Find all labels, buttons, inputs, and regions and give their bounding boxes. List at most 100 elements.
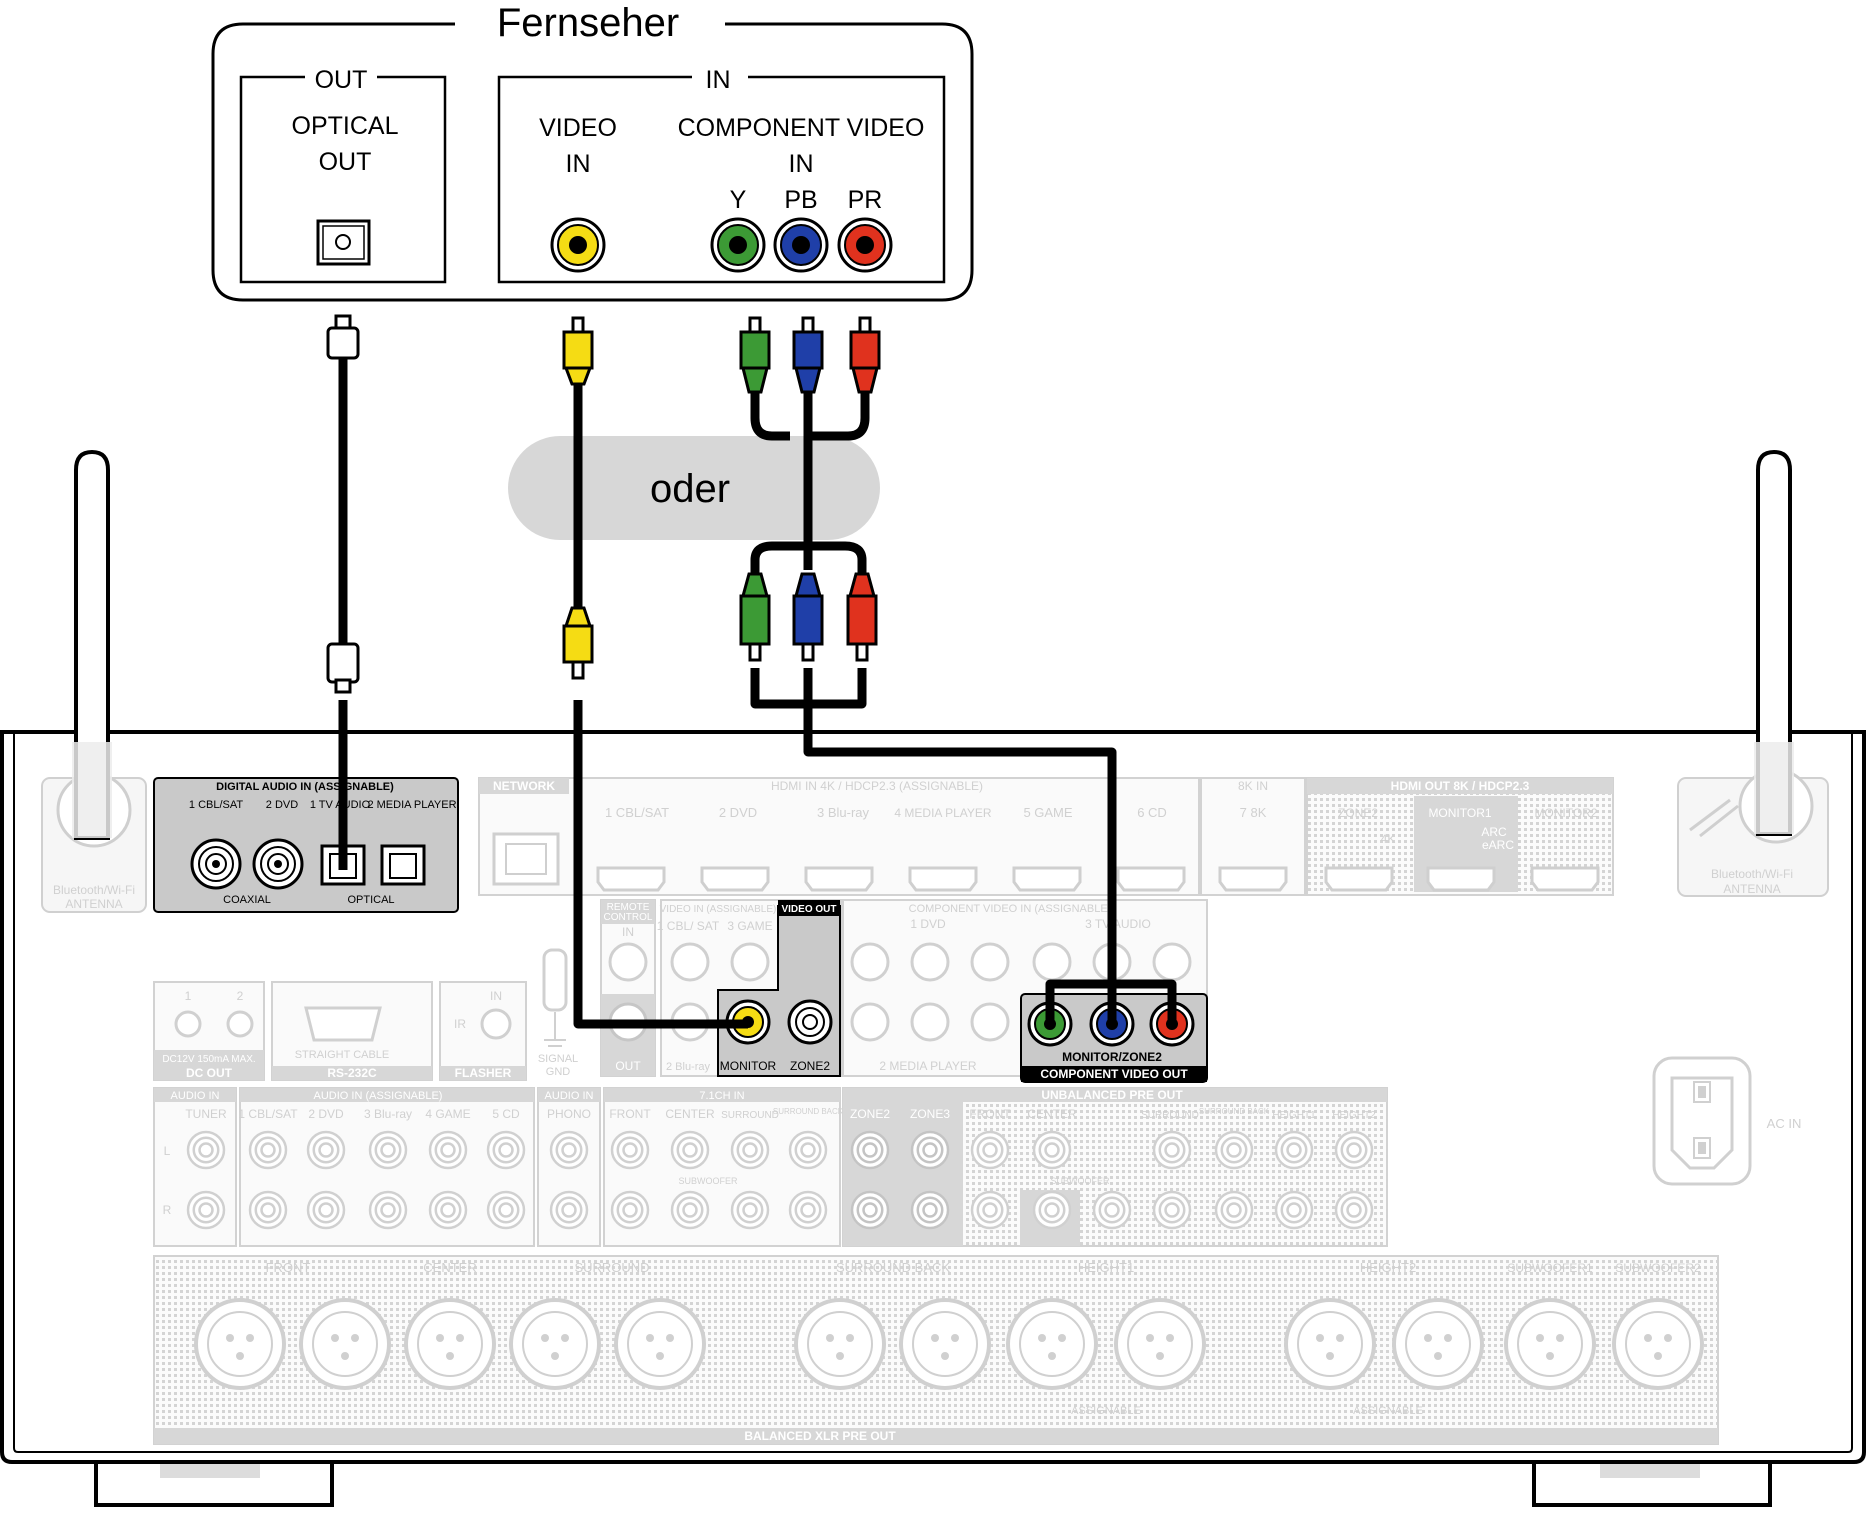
pre-out-jack[interactable] (1032, 1130, 1072, 1170)
tv-in-label: IN (706, 66, 731, 94)
flasher-label: FLASHER (455, 1066, 512, 1080)
xlr-jack[interactable] (1392, 1298, 1484, 1390)
hdmi-input-label: 1 CBL/SAT (605, 805, 669, 820)
optical-label: OPTICAL (347, 894, 394, 906)
xlr-jack[interactable] (404, 1298, 496, 1390)
ch-subwoofer-label: SUBWOOFER (678, 1176, 738, 1186)
audio-in-jack[interactable] (186, 1130, 226, 1170)
optical-in-port-2[interactable] (380, 844, 426, 886)
pre-out-jack[interactable] (1214, 1130, 1254, 1170)
hdmi-out-sublabel: eARC (1482, 838, 1514, 852)
pre-out-jack[interactable] (1092, 1190, 1132, 1230)
ethernet-port[interactable] (492, 832, 560, 886)
pre-out-jack[interactable] (1214, 1190, 1254, 1230)
pre-out-jack[interactable] (970, 1130, 1010, 1170)
xlr-jack[interactable] (614, 1298, 706, 1390)
ir-label: IR (454, 1017, 466, 1031)
tv-component-pb-jack[interactable] (773, 217, 829, 273)
audio-in-jack[interactable] (186, 1190, 226, 1230)
hdmi-in-ports[interactable] (596, 866, 1186, 892)
video-plug-bottom (562, 606, 594, 680)
audio-in-jack[interactable] (306, 1130, 346, 1170)
pre-out-jack[interactable] (1334, 1130, 1374, 1170)
hdmi-out-ports[interactable] (1324, 866, 1600, 892)
xlr-jack[interactable] (1006, 1298, 1098, 1390)
audio-in-jack[interactable] (788, 1190, 828, 1230)
pre-out-jack[interactable] (850, 1190, 890, 1230)
audio-in-jack[interactable] (549, 1190, 589, 1230)
audio-in-jack[interactable] (670, 1190, 710, 1230)
component-plug-pr-bottom (846, 572, 878, 662)
audio-in-title: AUDIO IN (171, 1090, 220, 1102)
pre-out-jack[interactable] (1274, 1190, 1314, 1230)
audio-in-jack[interactable] (248, 1190, 288, 1230)
coaxial-jack-2[interactable] (252, 838, 304, 890)
pre-out-jack[interactable] (1032, 1190, 1072, 1230)
audio-in-jack[interactable] (306, 1190, 346, 1230)
ch-input-label: FRONT (609, 1107, 651, 1121)
audio-in-jack[interactable] (486, 1130, 526, 1170)
xlr-jack[interactable] (1284, 1298, 1376, 1390)
xlr-jack[interactable] (299, 1298, 391, 1390)
audio-input-jacks[interactable] (186, 1130, 828, 1230)
audio-in-jack[interactable] (610, 1190, 650, 1230)
audio-in-jack[interactable] (610, 1130, 650, 1170)
xlr-jack[interactable] (1114, 1298, 1206, 1390)
tv-pb-label: PB (784, 186, 817, 214)
hdmi-input-label: 2 DVD (719, 805, 757, 820)
digital-input-label: 2 MEDIA PLAYER (367, 799, 456, 811)
pre-out-jack[interactable] (1334, 1190, 1374, 1230)
audio-in-jack[interactable] (730, 1130, 770, 1170)
hdmi-out-title: HDMI OUT 8K / HDCP2.3 (1391, 779, 1530, 793)
audio-in-jack[interactable] (788, 1130, 828, 1170)
audio-in-jack[interactable] (428, 1130, 468, 1170)
pre-out-jack[interactable] (910, 1190, 950, 1230)
pre-out-jack[interactable] (850, 1130, 890, 1170)
pre-out-jack[interactable] (1274, 1130, 1314, 1170)
pre-out-jacks[interactable] (850, 1130, 1374, 1230)
audio-in-jack[interactable] (368, 1130, 408, 1170)
tv-video-in-label-2: IN (566, 150, 591, 178)
audio-in-jack[interactable] (670, 1130, 710, 1170)
coaxial-label: COAXIAL (223, 894, 271, 906)
xlr-jack[interactable] (1504, 1298, 1596, 1390)
xlr-jacks[interactable] (194, 1298, 1704, 1390)
audio-in-title: AUDIO IN (545, 1090, 594, 1102)
hdmi-out-label: ZONE2 (1338, 806, 1378, 820)
dc-out-spec: DC12V 150mA MAX. (162, 1054, 255, 1065)
pre-out-jack[interactable] (970, 1190, 1010, 1230)
tv-component-y-jack[interactable] (710, 217, 766, 273)
audio-in-jack[interactable] (549, 1130, 589, 1170)
pre-out-jack[interactable] (910, 1130, 950, 1170)
optical-cable (326, 314, 360, 870)
audio-input-label: 3 Blu-ray (364, 1107, 412, 1121)
pre-out-jack[interactable] (1152, 1190, 1192, 1230)
audio-input-label: 4 GAME (425, 1107, 470, 1121)
audio-in-jack[interactable] (730, 1190, 770, 1230)
tv-video-in-jack[interactable] (550, 217, 606, 273)
alternative-indicator: oder (508, 436, 880, 540)
xlr-jack[interactable] (794, 1298, 886, 1390)
audio-in-jack[interactable] (248, 1130, 288, 1170)
digital-input-label: 2 DVD (266, 799, 298, 811)
pre-out-label: HEIGHT1 (1272, 1110, 1316, 1121)
xlr-jack[interactable] (1612, 1298, 1704, 1390)
audio-in-jack[interactable] (428, 1190, 468, 1230)
network-label: NETWORK (493, 779, 555, 793)
pre-out-jack[interactable] (1152, 1130, 1192, 1170)
coaxial-jack-1[interactable] (190, 838, 242, 890)
xlr-jack[interactable] (509, 1298, 601, 1390)
tv-component-pr-jack[interactable] (837, 217, 893, 273)
dc-out-port-label: 2 (237, 989, 244, 1003)
xlr-jack[interactable] (899, 1298, 991, 1390)
tv-component-label: COMPONENT VIDEO (678, 114, 925, 142)
component-plug-pb-bottom (792, 572, 824, 662)
video-cable (562, 316, 748, 1029)
unbalanced-pre-out-title: UNBALANCED PRE OUT (1041, 1088, 1183, 1102)
audio-in-jack[interactable] (486, 1190, 526, 1230)
xlr-jack[interactable] (194, 1298, 286, 1390)
tv-optical-out-port[interactable] (316, 219, 371, 266)
hdmi-8k-port[interactable] (1218, 866, 1288, 892)
video-out-zone2-jack[interactable] (787, 999, 833, 1045)
audio-in-jack[interactable] (368, 1190, 408, 1230)
